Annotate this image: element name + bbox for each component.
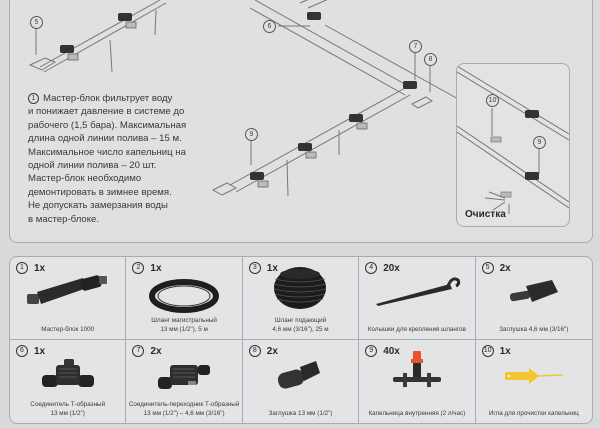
part-spec: 13 мм (1/2"), 5 м: [160, 326, 208, 333]
description-line: демонтировать в зимнее время.: [28, 186, 172, 198]
part-quantity: 1x: [499, 345, 511, 357]
parts-list: 1 1x Мастер-блок 1000 2 1x Шланг магистрал…: [9, 256, 593, 424]
cleaning-inset: 10 9 Очистка: [456, 63, 570, 227]
diagram-callout-6: 6: [263, 20, 276, 33]
part-number: 5: [481, 262, 494, 274]
diagram-callout-9: 9: [245, 128, 258, 141]
part-item: 2 1x Шланг магистральный 13 мм (1/2"), 5 м: [126, 257, 243, 340]
part-number: 6: [16, 345, 28, 357]
description-line: и понижает давление в системе до: [28, 106, 185, 118]
description-line: Не допускать замерзания воды: [28, 200, 168, 212]
part-name: Колышки для крепления шлангов: [367, 326, 466, 333]
part-spec: 13 мм (1/2"): [50, 410, 85, 417]
installation-diagram: [28, 0, 461, 197]
part-name: Соединитель Т-образный: [30, 401, 106, 408]
part-item: 3 1x Шланг подающий 4,6 мм (3/16"), 25 м: [242, 257, 360, 340]
cleaning-needle-icon: [504, 368, 563, 384]
diagram-callout-5: 5: [30, 16, 43, 29]
part-name: Шланг подающий: [274, 317, 327, 324]
description-line: Максимальное число капельниц на: [28, 146, 186, 158]
t-connector-icon: [41, 359, 94, 387]
inline-dripper-icon: [392, 351, 441, 387]
description-line: одной линии полива – 20 шт.: [28, 160, 157, 172]
description-line: в мастер-блоке.: [28, 213, 100, 225]
feed-hose-coil-icon: [274, 267, 327, 309]
part-number: 2: [132, 262, 145, 274]
part-quantity: 1x: [34, 262, 46, 274]
inset-callout-10: 10: [486, 94, 499, 107]
part-quantity: 1x: [34, 345, 46, 357]
part-item: 9 40x Капельница внутренняя (2 л/час): [359, 340, 476, 423]
part-quantity: 2x: [499, 262, 511, 274]
part-item: 1 1x Мастер-блок 1000: [10, 257, 127, 340]
part-quantity: 1x: [150, 262, 162, 274]
part-name: Заглушка 13 мм (1/2"): [268, 410, 333, 417]
part-number: 8: [248, 345, 261, 357]
t-adapter-icon: [158, 365, 211, 389]
part-number: 4: [365, 262, 378, 274]
part-number: 9: [365, 345, 378, 357]
description-number: 1: [28, 93, 39, 104]
part-name: Капельница внутренняя (2 л/час): [368, 410, 466, 417]
end-plug-large-icon: [278, 361, 321, 389]
hose-stake-icon: [375, 277, 461, 306]
part-item: 10 1x Игла для прочистки капельниц: [476, 340, 592, 423]
part-name: Игла для прочистки капельниц: [488, 410, 579, 417]
cleaning-label: Очистка: [465, 209, 506, 220]
part-quantity: 20x: [383, 262, 400, 274]
main-hose-coil-icon: [149, 279, 220, 313]
description-line: Мастер-блок необходимо: [28, 173, 142, 185]
master-block-icon: [26, 275, 107, 304]
description-line: Мастер-блок фильтрует воду: [43, 93, 173, 104]
part-item: 5 2x Заглушка 4,6 мм (3/16"): [475, 257, 592, 340]
diagram-callout-7: 7: [409, 40, 422, 53]
part-number: 7: [132, 345, 145, 357]
part-item: 6 1x Соединитель Т-образный 13 мм (1/2"): [10, 340, 127, 423]
part-quantity: 1x: [266, 262, 278, 274]
part-name: Соединитель-переходник Т-образный: [128, 401, 240, 408]
description-line: длина одной линии полива – 15 м.: [28, 133, 182, 145]
part-quantity: 2x: [150, 345, 162, 357]
description-line: рабочего (1,5 бара). Максимальная: [28, 119, 187, 131]
part-name: Мастер-блок 1000: [41, 326, 95, 333]
part-item: 8 2x Заглушка 13 мм (1/2"): [243, 340, 360, 423]
part-item: 4 20x Колышки для крепления шлангов: [359, 257, 476, 340]
cleaning-diagram: [457, 65, 569, 214]
part-item: 7 2x Соединитель-переходник Т-образный 13 …: [126, 340, 243, 423]
part-number: 10: [481, 345, 494, 357]
part-name: Заглушка 4,6 мм (3/16"): [499, 326, 569, 333]
part-quantity: 2x: [266, 345, 278, 357]
part-spec: 4,6 мм (3/16"), 25 м: [272, 326, 329, 333]
part-spec: 13 мм (1/2") – 4,6 мм (3/16"): [143, 410, 225, 417]
diagram-callout-8: 8: [424, 53, 437, 66]
master-block-description: 1 Мастер-блок фильтрует воду и понижает д…: [28, 92, 228, 226]
part-name: Шланг магистральный: [151, 317, 217, 324]
end-plug-small-icon: [509, 280, 558, 302]
part-quantity: 40x: [383, 345, 400, 357]
part-number: 3: [248, 262, 261, 274]
part-number: 1: [16, 262, 28, 274]
inset-callout-9: 9: [533, 136, 546, 149]
